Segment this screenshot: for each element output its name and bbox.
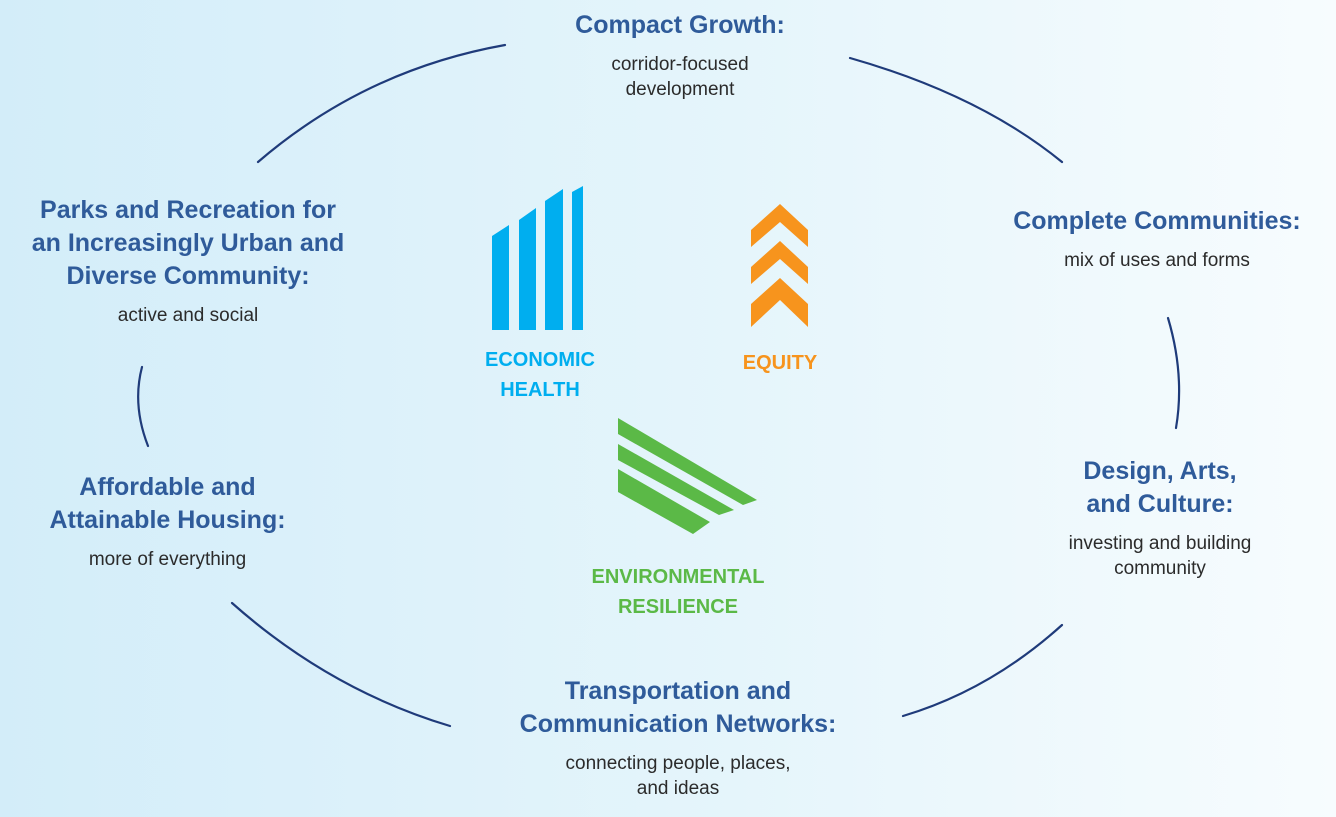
arc-right (1166, 316, 1181, 430)
theme-subtitle: connecting people, places, and ideas (565, 753, 791, 799)
arc-bottom-left (230, 601, 452, 728)
arc-top-right (848, 56, 1064, 164)
theme-title: Compact Growth: (575, 11, 785, 39)
equity-label: EQUITY (742, 352, 818, 374)
theme-subtitle: active and social (117, 305, 259, 326)
theme-title: Parks and Recreation for an Increasingly… (31, 196, 345, 290)
theme-title: Transportation and Communication Network… (519, 677, 837, 738)
arc-left (137, 365, 150, 448)
theme-subtitle: corridor-focused development (611, 54, 749, 100)
theme-parks-recreation: Parks and Recreation for an Increasingly… (0, 194, 376, 328)
arc-top-left (256, 43, 507, 164)
theme-subtitle: mix of uses and forms (1064, 250, 1250, 271)
theme-title: Affordable and Attainable Housing: (49, 473, 286, 534)
theme-title: Complete Communities: (1013, 207, 1301, 235)
theme-compact-growth: Compact Growth: corridor-focused develop… (520, 9, 840, 102)
chevrons-up-icon (751, 204, 808, 327)
theme-complete-communities: Complete Communities: mix of uses and fo… (982, 205, 1332, 273)
theme-subtitle: investing and building community (1068, 533, 1252, 579)
arc-bottom-right (901, 623, 1064, 718)
economic-health-label: ECONOMIC HEALTH (485, 349, 595, 401)
theme-title: Design, Arts, and Culture: (1083, 457, 1237, 518)
theme-design-arts-culture: Design, Arts, and Culture: investing and… (1020, 455, 1300, 581)
theme-transportation: Transportation and Communication Network… (478, 675, 878, 801)
environmental-resilience-label: ENVIRONMENTAL RESILIENCE (591, 566, 765, 618)
bar-chart-icon (492, 186, 583, 330)
diagonal-stripes-icon (618, 418, 757, 534)
theme-affordable-housing: Affordable and Attainable Housing: more … (20, 471, 315, 572)
theme-subtitle: more of everything (88, 549, 247, 570)
